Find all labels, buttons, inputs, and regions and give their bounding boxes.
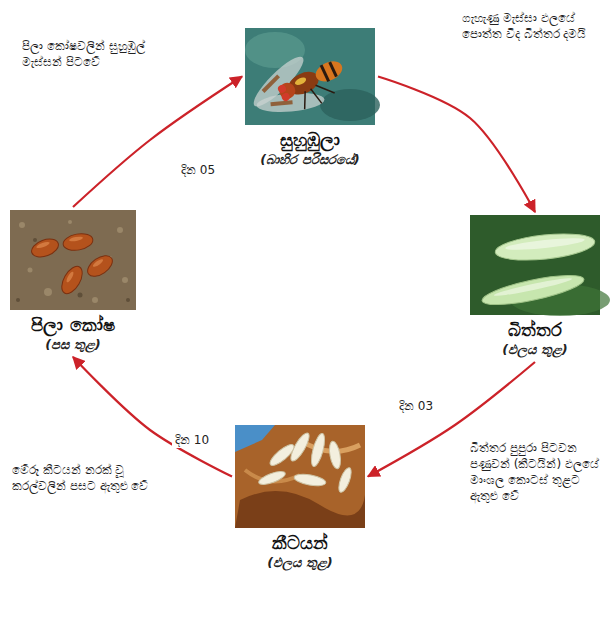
stage-note: මේරූ කීටයන් නරක් වූ කරල්වලින් පසට ඇතුළු … <box>12 462 162 494</box>
duration-label: දින 10 <box>172 432 212 448</box>
stage-place: (ඵලය තුළ) <box>235 554 365 572</box>
stage-place: (ඵලය තුළ) <box>470 341 600 359</box>
cycle-arrow <box>73 77 242 208</box>
stage-name: බිත්තර <box>470 319 600 341</box>
life-stage: පිලා කෝෂ(පස තුළ) <box>10 210 136 354</box>
pupae-photo <box>10 210 136 310</box>
duration-label: දින 03 <box>396 398 436 414</box>
life-stage: බිත්තර(ඵලය තුළ) <box>470 215 600 359</box>
adult-fly-photo <box>238 28 380 136</box>
stage-name: සුහුඹුලා <box>245 129 375 151</box>
egg-photo <box>470 215 610 316</box>
cycle-arrow <box>378 77 535 213</box>
larvae-photo <box>235 425 365 528</box>
cycle-arrow <box>73 357 232 477</box>
life-stage: කීටයන්(ඵලය තුළ) <box>235 425 365 572</box>
stage-note: පිලා කෝෂවලින් සුහුඹුල් මැස්සන් පිටවේ <box>22 38 162 70</box>
stage-place: (පස තුළ) <box>10 336 136 354</box>
stage-note: ගැහැණු මැස්සා ඵලයේ පොත්ත විද බිත්තර දමයි <box>462 10 602 42</box>
life-stage: සුහුඹුලා(බාහිර පරිසරයේ) <box>245 28 375 169</box>
stage-note: බිත්තර පුපුරා පිටවන පණුවන් (කීටයින්) ඵලය… <box>470 440 602 504</box>
duration-label: දින 05 <box>178 162 218 178</box>
stage-name: පිලා කෝෂ <box>10 314 136 336</box>
stage-place: (බාහිර පරිසරයේ) <box>245 151 375 169</box>
stage-name: කීටයන් <box>235 532 365 554</box>
